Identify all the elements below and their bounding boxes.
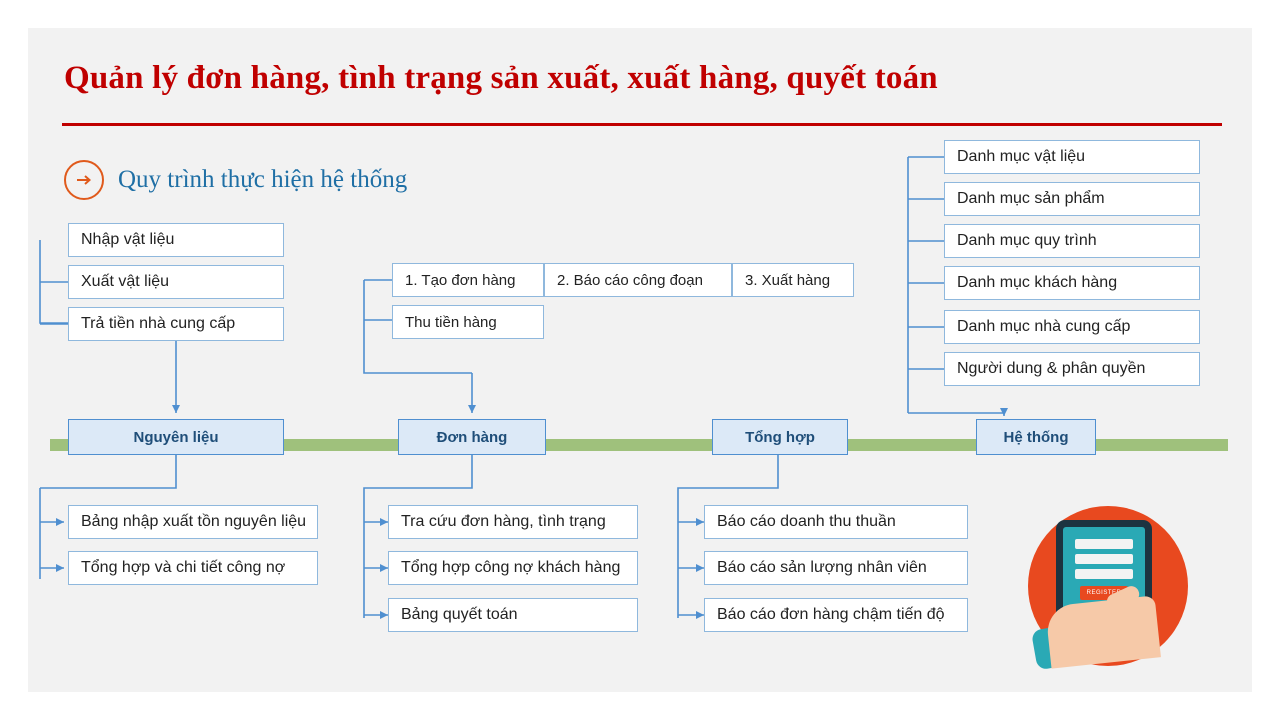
- subtitle-text: Quy trình thực hiện hệ thống: [118, 166, 408, 193]
- list-item-xuat-hang[interactable]: 3. Xuất hàng: [732, 263, 854, 297]
- page-title: Quản lý đơn hàng, tình trạng sản xuất, x…: [64, 60, 938, 96]
- list-item-tra-tien-nha-cung-cap[interactable]: Trả tiền nhà cung cấp: [68, 307, 284, 341]
- title-divider: [62, 123, 1222, 126]
- list-item-tong-hop-cong-no[interactable]: Tổng hợp và chi tiết công nợ: [68, 551, 318, 585]
- list-item-nguoi-dung-phan-quyen[interactable]: Người dung & phân quyền: [944, 352, 1200, 386]
- node-nguyen-lieu[interactable]: Nguyên liệu: [68, 419, 284, 455]
- registration-illustration: REGISTER: [1028, 506, 1188, 671]
- list-item-tong-hop-cong-no-khach-hang[interactable]: Tổng hợp công nợ khách hàng: [388, 551, 638, 585]
- list-item-thu-tien-hang[interactable]: Thu tiền hàng: [392, 305, 544, 339]
- node-don-hang[interactable]: Đơn hàng: [398, 419, 546, 455]
- list-item-bao-cao-don-hang-cham-tien-do[interactable]: Báo cáo đơn hàng chậm tiến độ: [704, 598, 968, 632]
- list-item-bao-cao-doanh-thu-thuan[interactable]: Báo cáo doanh thu thuần: [704, 505, 968, 539]
- list-item-bang-quyet-toan[interactable]: Bảng quyết toán: [388, 598, 638, 632]
- list-item-tra-cuu-don-hang[interactable]: Tra cứu đơn hàng, tình trạng: [388, 505, 638, 539]
- list-item-danh-muc-vat-lieu[interactable]: Danh mục vật liệu: [944, 140, 1200, 174]
- screen-line-3: [1075, 569, 1133, 579]
- list-item-danh-muc-nha-cung-cap[interactable]: Danh mục nhà cung cấp: [944, 310, 1200, 344]
- list-item-danh-muc-san-pham[interactable]: Danh mục sản phẩm: [944, 182, 1200, 216]
- arrow-right-circle-icon: [64, 160, 104, 200]
- list-item-bao-cao-san-luong-nhan-vien[interactable]: Báo cáo sản lượng nhân viên: [704, 551, 968, 585]
- list-item-tao-don-hang[interactable]: 1. Tạo đơn hàng: [392, 263, 544, 297]
- slide-canvas: Quản lý đơn hàng, tình trạng sản xuất, x…: [28, 28, 1252, 692]
- horizontal-band: [50, 439, 1228, 451]
- list-item-bao-cao-cong-doan[interactable]: 2. Báo cáo công đoạn: [544, 263, 732, 297]
- hand-shape: [1045, 595, 1161, 669]
- screen-line-2: [1075, 554, 1133, 564]
- list-item-xuat-vat-lieu[interactable]: Xuất vật liệu: [68, 265, 284, 299]
- list-item-bang-nhap-xuat-ton[interactable]: Bảng nhập xuất tồn nguyên liệu: [68, 505, 318, 539]
- list-item-danh-muc-quy-trinh[interactable]: Danh mục quy trình: [944, 224, 1200, 258]
- screen-line-1: [1075, 539, 1133, 549]
- node-he-thong[interactable]: Hệ thống: [976, 419, 1096, 455]
- list-item-nhap-vat-lieu[interactable]: Nhập vật liệu: [68, 223, 284, 257]
- node-tong-hop[interactable]: Tổng hợp: [712, 419, 848, 455]
- subtitle-group: Quy trình thực hiện hệ thống: [64, 160, 407, 200]
- list-item-danh-muc-khach-hang[interactable]: Danh mục khách hàng: [944, 266, 1200, 300]
